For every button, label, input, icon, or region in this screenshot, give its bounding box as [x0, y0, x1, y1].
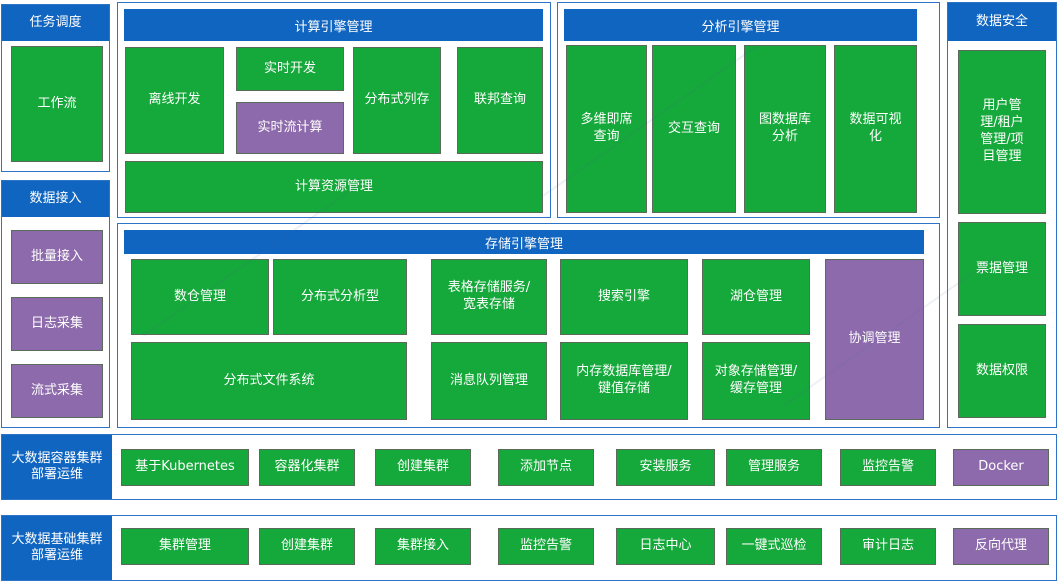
federated-query-box[interactable]: 联邦查询: [457, 47, 543, 154]
base-create-cluster-box[interactable]: 创建集群: [259, 528, 355, 565]
cluster-mgmt-box[interactable]: 集群管理: [121, 528, 249, 565]
audit-log-box[interactable]: 审计日志: [840, 528, 936, 565]
storage-engine-title: 存储引擎管理: [124, 230, 924, 254]
dfs-box[interactable]: 分布式文件系统: [131, 342, 407, 420]
kubernetes-box[interactable]: 基于Kubernetes: [121, 449, 249, 486]
user-mgmt-box[interactable]: 用户管理/租户管理/项目管理: [958, 50, 1046, 214]
container-monitor-alert-box[interactable]: 监控告警: [840, 449, 936, 486]
realtime-stream-box[interactable]: 实时流计算: [236, 102, 344, 154]
base-monitor-alert-box[interactable]: 监控告警: [498, 528, 594, 565]
add-node-box[interactable]: 添加节点: [498, 449, 594, 486]
lakehouse-box[interactable]: 湖仓管理: [702, 259, 810, 335]
compute-resource-box[interactable]: 计算资源管理: [125, 161, 543, 213]
graph-db-box[interactable]: 图数据库分析: [744, 45, 826, 213]
analysis-engine-title: 分析引擎管理: [564, 9, 917, 41]
task-scheduling-title: 任务调度: [2, 5, 109, 41]
docker-box[interactable]: Docker: [953, 449, 1049, 486]
stream-collect-box[interactable]: 流式采集: [11, 364, 103, 418]
coordination-box[interactable]: 协调管理: [825, 259, 924, 420]
distributed-columnar-box[interactable]: 分布式列存: [353, 47, 441, 154]
interactive-query-box[interactable]: 交互查询: [652, 45, 736, 213]
container-create-cluster-box[interactable]: 创建集群: [375, 449, 471, 486]
ticket-mgmt-box[interactable]: 票据管理: [958, 222, 1046, 316]
table-store-box[interactable]: 表格存储服务/宽表存储: [431, 259, 547, 335]
manage-service-box[interactable]: 管理服务: [726, 449, 822, 486]
data-security-title: 数据安全: [948, 3, 1056, 41]
workflow-box[interactable]: 工作流: [11, 46, 103, 162]
container-ops-title: 大数据容器集群部署运维: [2, 435, 112, 499]
warehouse-box[interactable]: 数仓管理: [131, 259, 269, 335]
log-collect-box[interactable]: 日志采集: [11, 297, 103, 351]
compute-engine-title: 计算引擎管理: [124, 9, 543, 41]
data-visual-box[interactable]: 数据可视化: [834, 45, 917, 213]
data-permission-box[interactable]: 数据权限: [958, 324, 1046, 418]
distributed-analytic-box[interactable]: 分布式分析型: [273, 259, 407, 335]
batch-ingest-box[interactable]: 批量接入: [11, 230, 103, 284]
data-ingest-title: 数据接入: [2, 181, 109, 217]
message-queue-box[interactable]: 消息队列管理: [431, 342, 547, 420]
containerized-cluster-box[interactable]: 容器化集群: [259, 449, 355, 486]
realtime-dev-box[interactable]: 实时开发: [236, 47, 344, 91]
in-memory-db-box[interactable]: 内存数据库管理/键值存储: [560, 342, 688, 420]
log-center-box[interactable]: 日志中心: [616, 528, 715, 565]
base-ops-title: 大数据基础集群部署运维: [2, 516, 112, 580]
offline-dev-box[interactable]: 离线开发: [125, 47, 224, 154]
object-storage-box[interactable]: 对象存储管理/ 缓存管理: [702, 342, 810, 420]
install-service-box[interactable]: 安装服务: [616, 449, 715, 486]
search-engine-box[interactable]: 搜索引擎: [560, 259, 688, 335]
cluster-access-box[interactable]: 集群接入: [375, 528, 471, 565]
one-click-inspect-box[interactable]: 一键式巡检: [726, 528, 822, 565]
olap-query-box[interactable]: 多维即席查询: [566, 45, 647, 213]
reverse-proxy-box[interactable]: 反向代理: [953, 528, 1049, 565]
